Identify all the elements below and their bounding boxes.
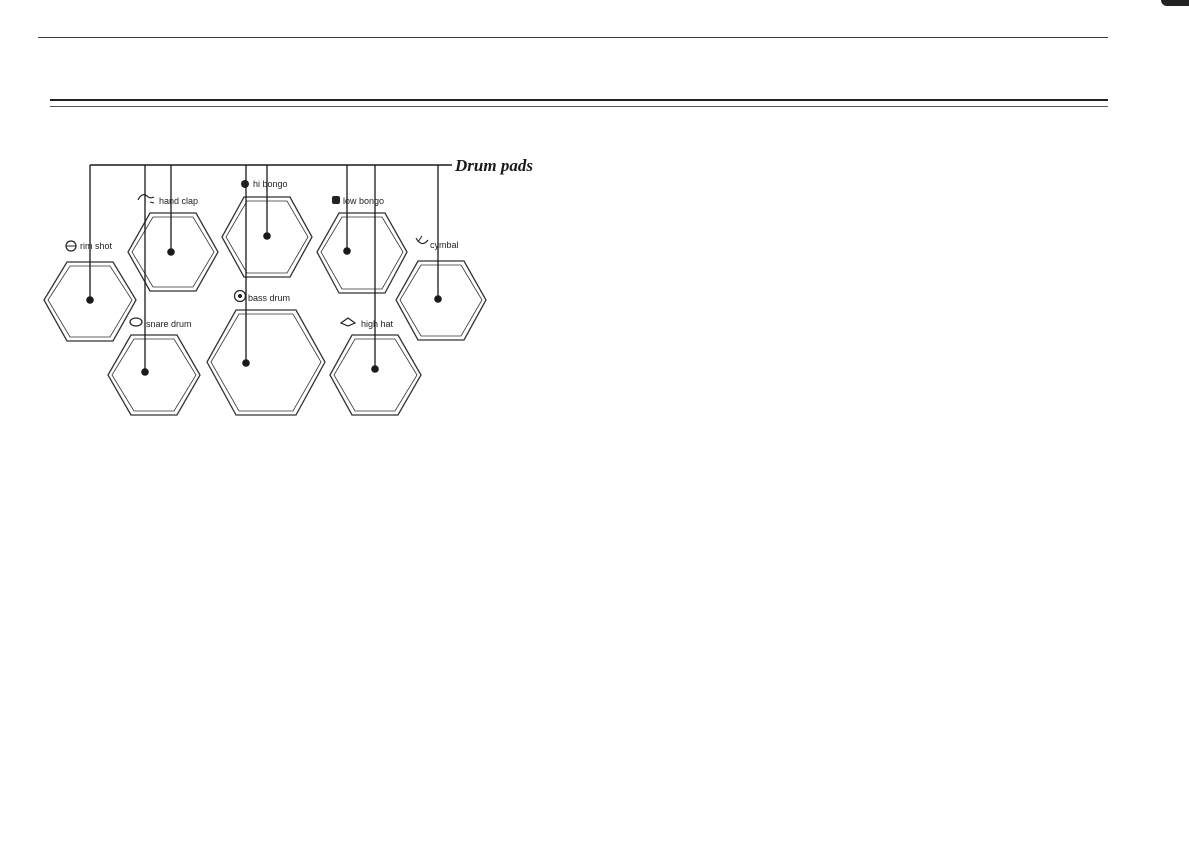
hand-clap-icon (138, 195, 154, 203)
bass-drum-icon (235, 291, 246, 302)
callout-label: Drum pads (454, 156, 533, 175)
low-bongo-icon (332, 196, 340, 204)
dot-hi-bongo (263, 232, 271, 240)
pad-label-bass-drum: bass drum (248, 293, 290, 303)
dot-hand-clap (167, 248, 175, 256)
pad-label-hand-clap: hand clap (159, 196, 198, 206)
pad-label-rim-shot: rim shot (80, 241, 113, 251)
rim-shot-icon (66, 241, 76, 251)
leader-dots (86, 232, 442, 376)
high-hat-icon (341, 318, 355, 326)
pad-hand-clap[interactable]: hand clap (128, 195, 218, 291)
dot-snare-drum (141, 368, 149, 376)
dot-high-hat (371, 365, 379, 373)
pad-label-cymbal: cymbal (430, 240, 459, 250)
pad-cymbal[interactable]: cymbal (396, 236, 486, 340)
pad-label-snare-drum: snare drum (146, 319, 192, 329)
pad-low-bongo[interactable]: low bongo (317, 196, 407, 293)
cymbal-icon (416, 236, 428, 244)
dot-cymbal (434, 295, 442, 303)
pad-bass-drum[interactable]: bass drum (207, 291, 325, 416)
pad-label-high-hat: high hat (361, 319, 394, 329)
pad-label-low-bongo: low bongo (343, 196, 384, 206)
dot-rim-shot (86, 296, 94, 304)
dot-bass-drum (242, 359, 250, 367)
hi-bongo-icon (241, 180, 249, 188)
snare-drum-icon (130, 318, 142, 326)
pad-snare-drum[interactable]: snare drum (108, 318, 200, 415)
pad-label-hi-bongo: hi bongo (253, 179, 288, 189)
dot-low-bongo (343, 247, 351, 255)
